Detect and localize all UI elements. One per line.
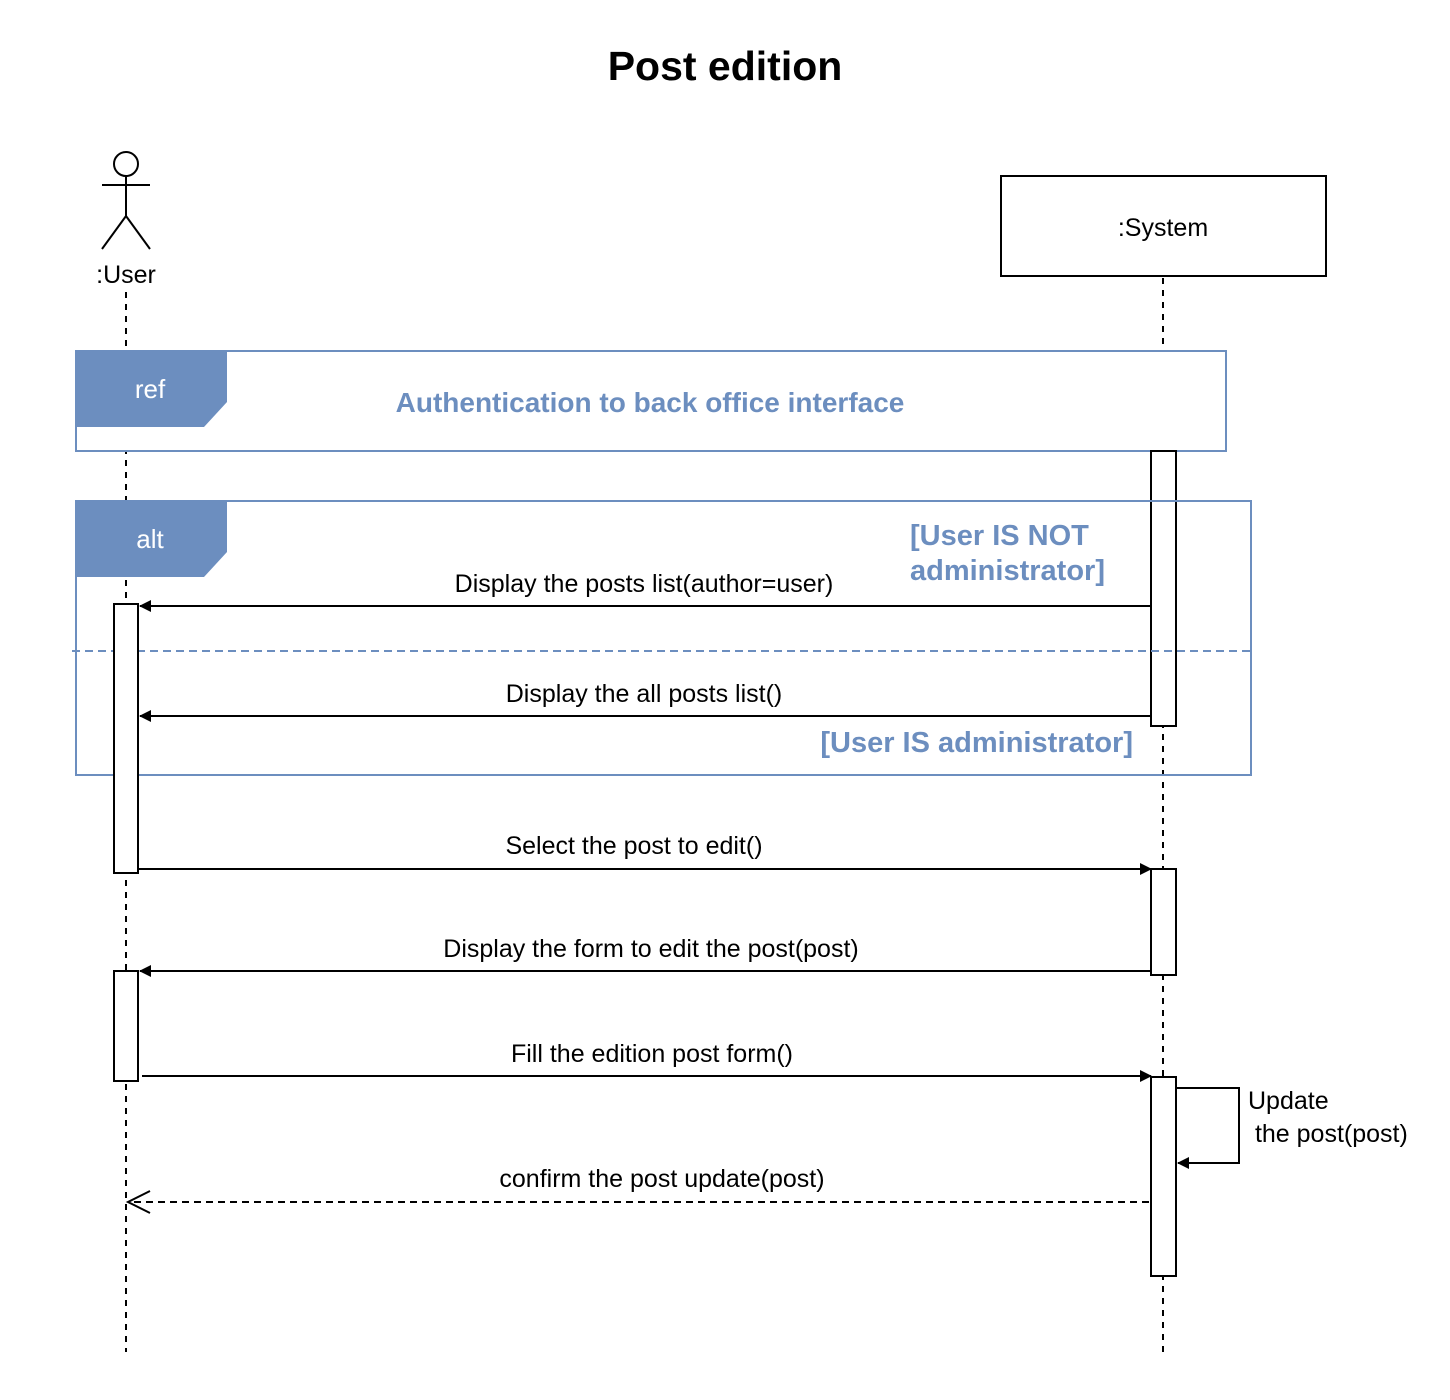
ref-frame-text: Authentication to back office interface <box>396 387 905 418</box>
system-activation-bar <box>1150 450 1177 727</box>
user-activation-bar <box>113 603 139 874</box>
message-label: Fill the edition post form() <box>511 1040 793 1068</box>
self-call-arrow <box>1176 1087 1240 1169</box>
alt-frame-tag: alt <box>136 524 164 554</box>
system-activation-bar <box>1150 1076 1177 1277</box>
message-label: Display the form to edit the post(post) <box>443 935 858 963</box>
alt-guard-admin: [User IS administrator] <box>820 727 1133 759</box>
message-label: Display the posts list(author=user) <box>455 570 834 598</box>
actor-icon <box>101 151 151 250</box>
user-activation-bar <box>113 970 139 1082</box>
ref-frame: ref Authentication to back office interf… <box>75 350 1227 452</box>
ref-frame-tag: ref <box>135 374 166 404</box>
system-participant-box <box>1000 175 1327 277</box>
system-activation-bar <box>1150 868 1177 976</box>
message-label: Display the all posts list() <box>506 680 782 708</box>
alt-guard-not-admin-line2: administrator] <box>910 555 1105 587</box>
self-call-label-line2: the post(post) <box>1248 1120 1408 1148</box>
system-participant-label: :System <box>1118 214 1208 242</box>
open-arrowhead <box>125 1190 151 1214</box>
self-call-label-line1: Update <box>1248 1087 1329 1115</box>
alt-frame: alt [User IS NOT administrator] [User IS… <box>72 500 1252 776</box>
message-label: confirm the post update(post) <box>499 1165 824 1193</box>
message-label: Select the post to edit() <box>505 832 762 860</box>
alt-guard-not-admin-line1: [User IS NOT <box>910 520 1089 552</box>
diagram-title: Post edition <box>608 43 843 89</box>
user-participant-label: :User <box>96 261 156 289</box>
